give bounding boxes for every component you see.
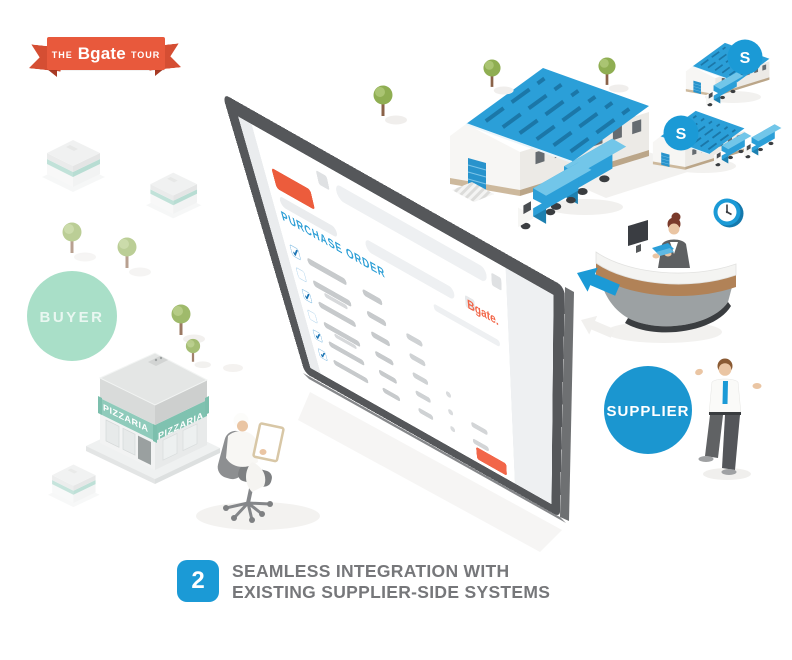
standing-supplier-person xyxy=(695,358,762,475)
mini-building-icon xyxy=(146,172,202,219)
ribbon-brand: Bgate xyxy=(77,43,126,63)
pizzeria-building: PIZZARIA PIZZARIA xyxy=(86,352,243,484)
item-cell-bar xyxy=(409,352,426,368)
reception-desk xyxy=(595,212,737,333)
seated-buyer-person xyxy=(217,413,285,523)
checked-checkbox-icon[interactable]: ✓ xyxy=(317,346,329,364)
tree-icon xyxy=(373,85,407,125)
reception-computer-icon xyxy=(628,220,648,246)
menu-icon[interactable] xyxy=(315,170,330,191)
caption-line-2: EXISTING SUPPLIER-SIDE SYSTEMS xyxy=(232,582,551,602)
unchecked-checkbox-icon[interactable] xyxy=(306,308,319,325)
mini-building-icon xyxy=(42,140,105,192)
item-cell-bar xyxy=(450,425,456,433)
buyer-circle: BUYER xyxy=(27,271,117,361)
supplier-badge-circle xyxy=(663,115,699,151)
account-icon[interactable] xyxy=(491,272,502,291)
supplier-site-2: S xyxy=(651,109,782,171)
tour-ribbon: THE Bgate TOUR xyxy=(30,30,180,78)
supplier-warehouse xyxy=(448,66,651,202)
supplier-site-1: S xyxy=(685,39,771,107)
buyer-label: BUYER xyxy=(39,309,104,326)
supplier-badge-circle xyxy=(727,39,763,75)
ribbon-band: THE Bgate TOUR xyxy=(47,37,165,70)
ribbon-fold-icon xyxy=(47,69,57,77)
mini-building-icon xyxy=(48,464,100,508)
tree-icon xyxy=(185,338,211,369)
supplier-badge-label: S xyxy=(740,50,751,67)
item-cell-bar xyxy=(405,332,423,348)
item-cell-bar xyxy=(447,408,454,417)
monitor-side-faces xyxy=(303,287,574,523)
ribbon-fold-icon xyxy=(155,68,165,76)
flow-arrow-faint-icon xyxy=(581,315,615,338)
unchecked-checkbox-icon[interactable] xyxy=(295,266,308,283)
checked-checkbox-icon[interactable]: ✓ xyxy=(289,242,303,264)
tree-icon xyxy=(598,57,629,93)
flow-arrow-icon xyxy=(577,267,620,296)
caption-line-1: SEAMLESS INTEGRATION WITH xyxy=(232,561,510,581)
step-caption: 2 SEAMLESS INTEGRATION WITH EXISTING SUP… xyxy=(177,560,550,603)
checked-checkbox-icon[interactable]: ✓ xyxy=(301,286,314,307)
tree-icon xyxy=(62,222,96,262)
clock-icon xyxy=(713,198,744,228)
caption-text: SEAMLESS INTEGRATION WITH EXISTING SUPPL… xyxy=(232,560,550,603)
item-cell-bar xyxy=(418,407,434,421)
supplier-circle: SUPPLIER xyxy=(604,366,692,454)
step-number-badge: 2 xyxy=(177,560,219,602)
checked-checkbox-icon[interactable]: ✓ xyxy=(312,327,325,346)
ribbon-pre: THE xyxy=(51,50,73,60)
tree-icon xyxy=(171,304,205,344)
item-cell-bar xyxy=(445,390,452,399)
tree-icon xyxy=(483,59,514,95)
supplier-badge-label: S xyxy=(676,126,687,143)
tree-icon xyxy=(117,237,151,277)
ribbon-post: TOUR xyxy=(130,50,161,60)
truck-icon xyxy=(744,124,782,159)
supplier-label: SUPPLIER xyxy=(606,403,689,420)
